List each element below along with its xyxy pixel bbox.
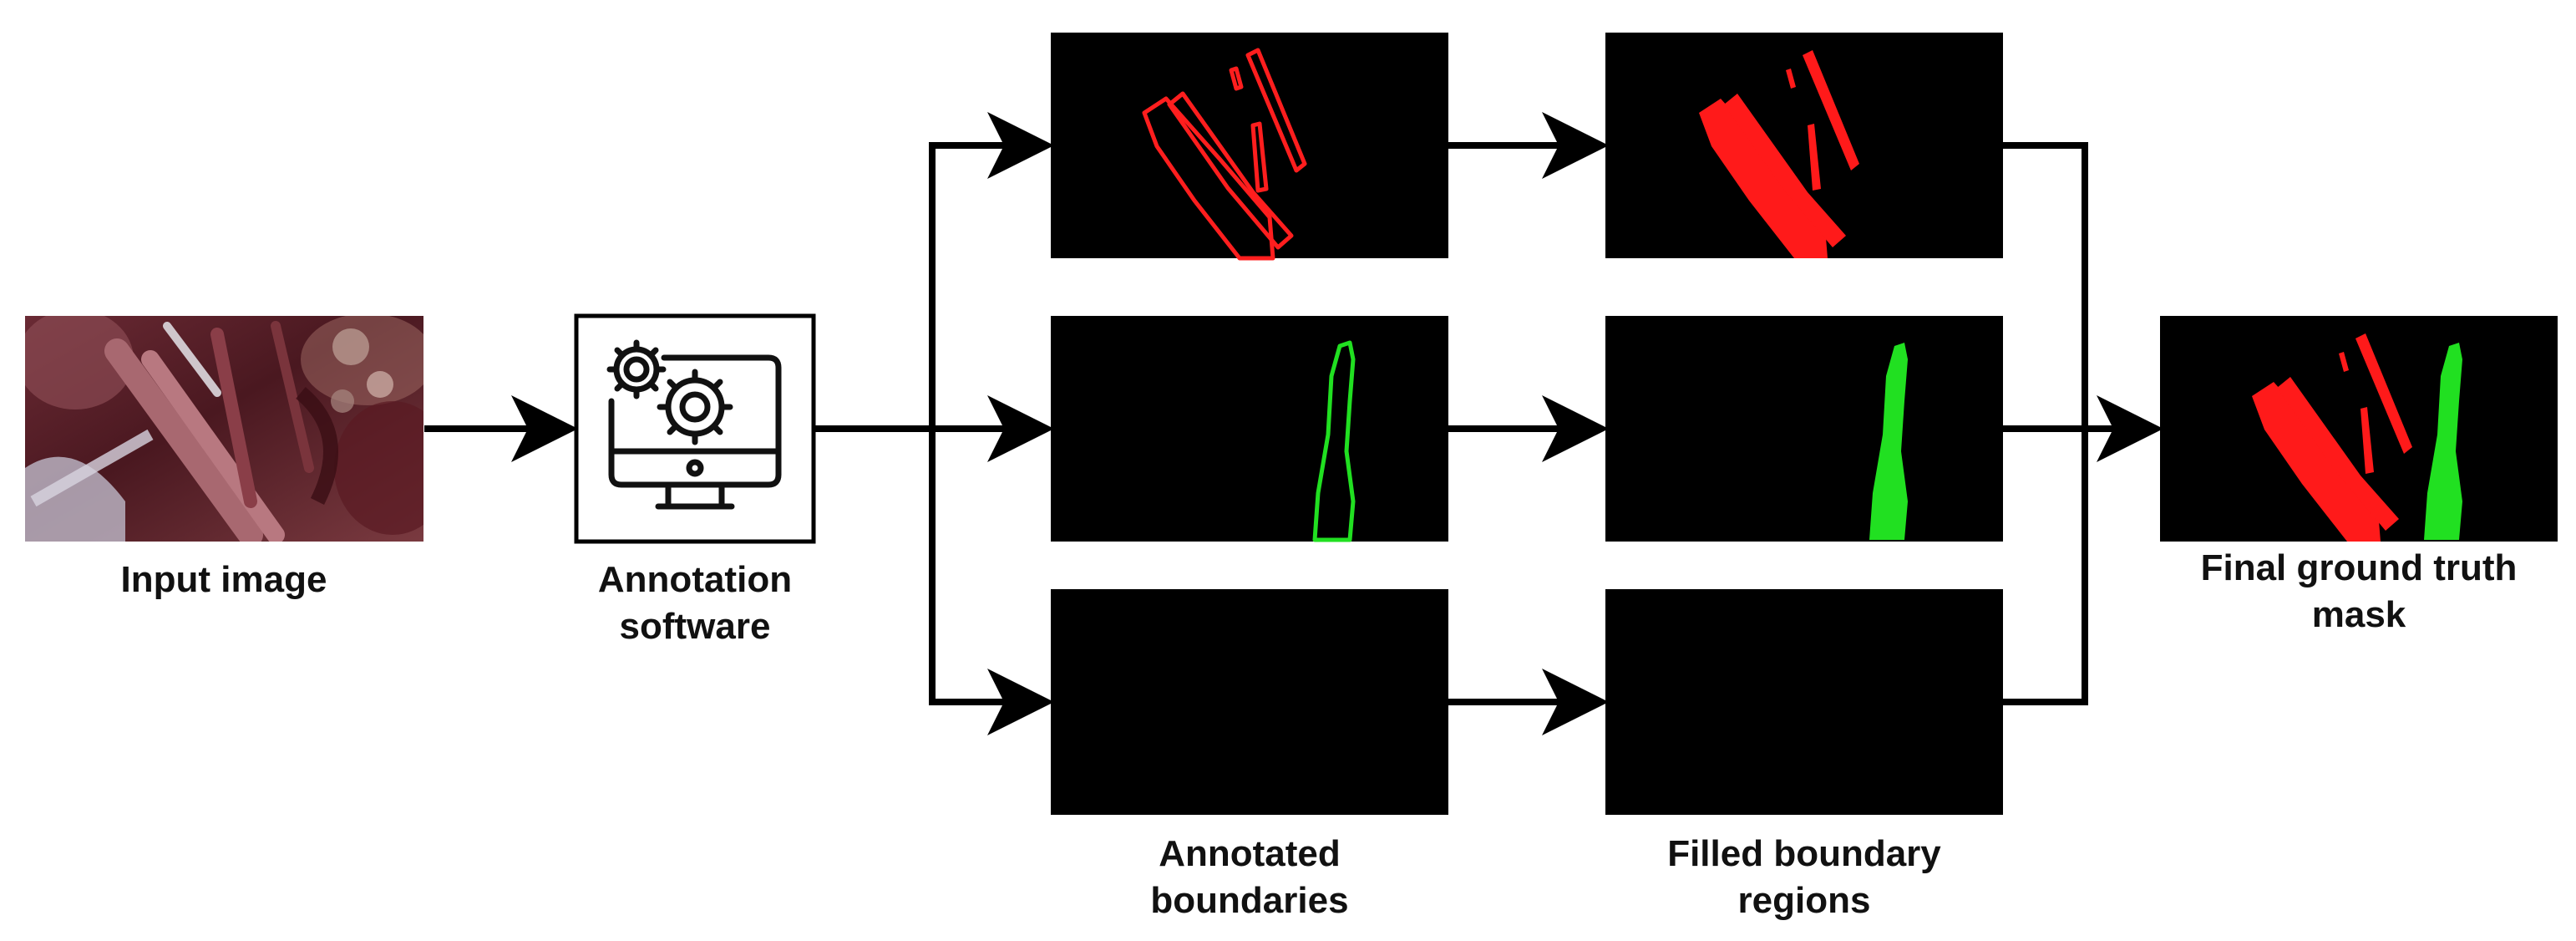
final-ground-truth-mask	[2160, 316, 2558, 542]
annotated-boundaries-middle	[1051, 316, 1448, 542]
filled-regions-middle	[1605, 316, 2003, 542]
filled-regions-bottom	[1605, 589, 2003, 815]
annotated-boundaries-top	[1051, 33, 1448, 261]
connector-filled-bottom-to-merge	[2003, 429, 2088, 705]
computer-monitor-with-gears-icon	[606, 339, 782, 510]
filled-regions-top	[1605, 33, 2003, 258]
flow-arrows	[424, 112, 2163, 735]
connector-filled-top-to-merge	[2003, 142, 2088, 429]
input-image-label: Input image	[121, 559, 327, 600]
input-image	[25, 316, 423, 542]
annotated-boundaries-bottom	[1051, 589, 1448, 815]
